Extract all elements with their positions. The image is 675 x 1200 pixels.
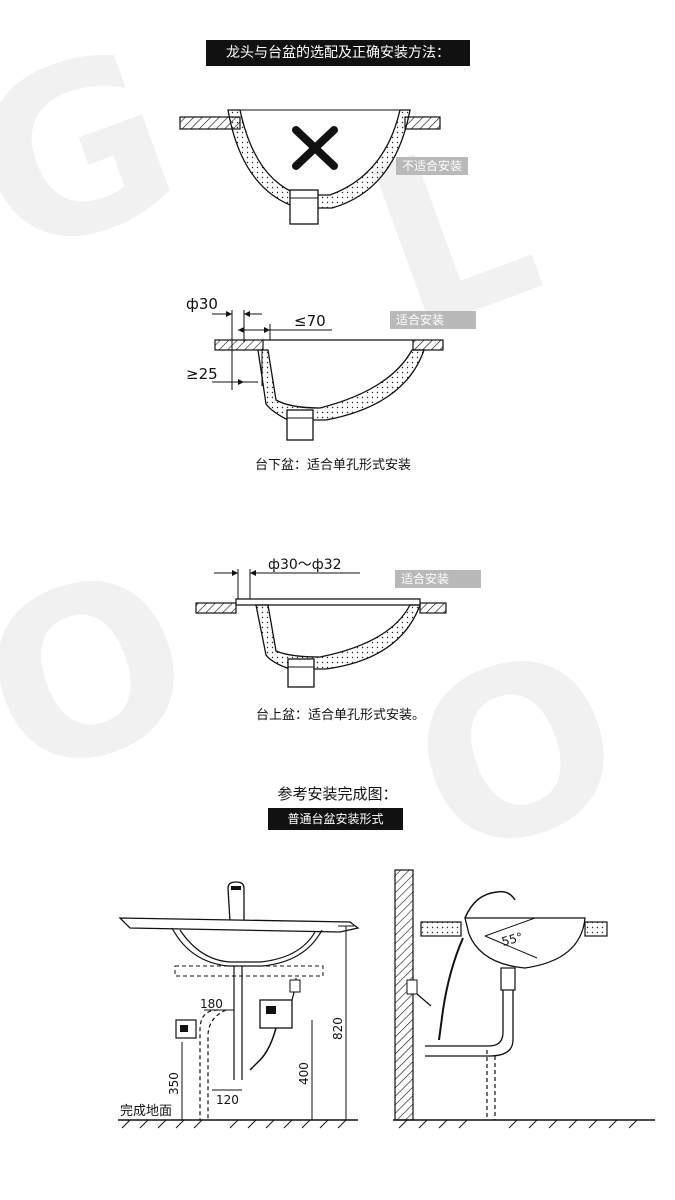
tag-standard-basin: 普通台盆安装形式 [268, 808, 403, 830]
tag-suitable-undermount: 适合安装 [390, 311, 476, 329]
reference-title: 参考安装完成图： [277, 785, 398, 803]
angle-label: 55° [500, 930, 524, 949]
dim-hole-range-label: ф30～ф32 [268, 557, 342, 573]
caption-undermount: 台下盆：适合单孔形式安装 [255, 458, 412, 473]
diagram-installation-side: 55° [393, 869, 655, 1129]
dim-180: 180 [200, 997, 223, 1011]
tag-suitable-countertop: 适合安装 [395, 570, 481, 588]
floor-label: 完成地面 [120, 1104, 173, 1119]
cross-icon [292, 126, 338, 170]
dim-120: 120 [216, 1093, 239, 1107]
diagram-unsuitable-basin [179, 109, 441, 225]
dim-thickness-label: ≥25 [186, 365, 218, 383]
caption-countertop: 台上盆：适合单孔形式安装。 [256, 708, 426, 723]
page-title: 龙头与台盆的选配及正确安装方法： [206, 40, 470, 66]
dim-hole-label: ф30 [186, 295, 218, 313]
dim-400: 400 [297, 1062, 311, 1085]
faucet-icon [227, 881, 245, 923]
dim-350: 350 [167, 1072, 181, 1095]
diagram-undermount-basin: ф30 ≤70 ≥25 [186, 295, 444, 441]
diagram-countertop-basin: ф30～ф32 [195, 557, 447, 688]
tag-unsuitable: 不适合安装 [396, 157, 469, 175]
dim-820: 820 [331, 1017, 345, 1040]
dim-distance-label: ≤70 [294, 312, 326, 330]
diagram-installation-front: 180 350 120 400 820 [118, 881, 360, 1129]
